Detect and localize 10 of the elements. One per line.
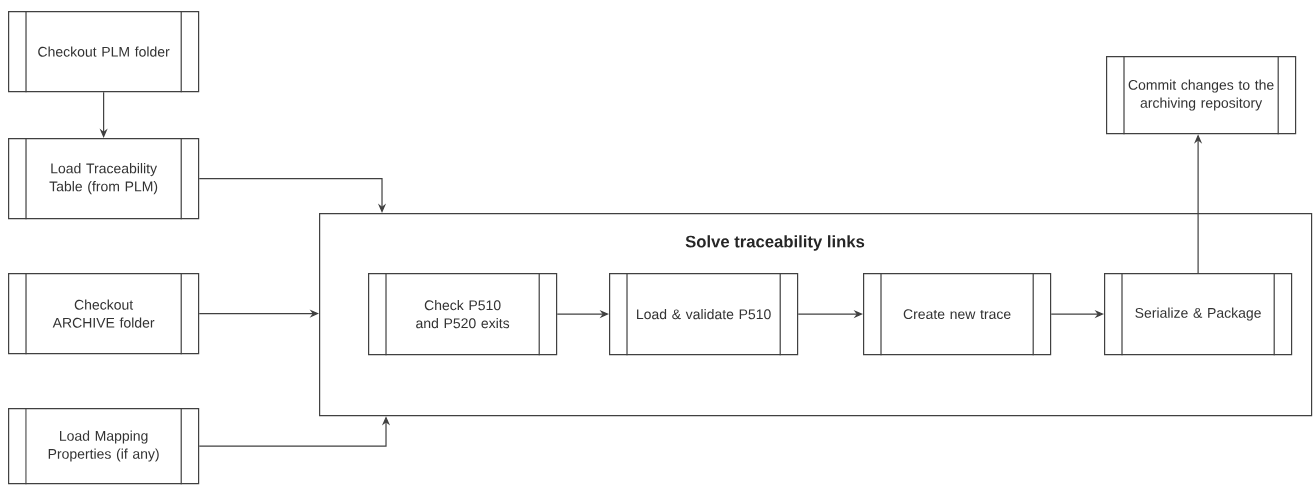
process-box: Serialize & Package — [1104, 272, 1293, 356]
process-box: Load & validate P510 — [609, 272, 799, 356]
process-box: Commit changes to the archiving repository — [1106, 55, 1297, 135]
process-box: Load Traceability Table (from PLM) — [8, 137, 200, 220]
process-box: Checkout PLM folder — [8, 10, 200, 93]
process-box: Load Mapping Properties (if any) — [8, 407, 200, 485]
process-box: Check P510 and P520 exits — [368, 272, 558, 356]
process-box: Create new trace — [863, 272, 1052, 356]
process-box: Checkout ARCHIVE folder — [8, 272, 200, 355]
arrow — [198, 178, 387, 213]
